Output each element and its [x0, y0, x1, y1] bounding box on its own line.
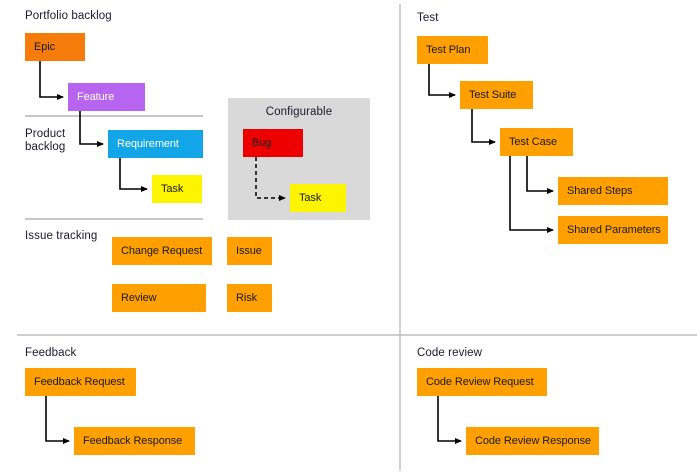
node-requirement[interactable]: Requirement [108, 130, 203, 158]
node-bug[interactable]: Bug [243, 129, 303, 157]
connector-epic-to-feature [39, 61, 64, 100]
node-shared-parameters[interactable]: Shared Parameters [558, 216, 668, 244]
connector-testcase-to-sharedparameters [509, 156, 554, 233]
label-portfolio-backlog: Portfolio backlog [25, 10, 112, 22]
node-code-review-request[interactable]: Code Review Request [417, 368, 547, 396]
connector-feature-to-requirement [79, 111, 104, 147]
connector-testcase-to-sharedsteps [526, 156, 554, 194]
node-feedback-request[interactable]: Feedback Request [25, 368, 136, 396]
node-code-review-response[interactable]: Code Review Response [466, 427, 599, 455]
label-issue-tracking: Issue tracking [25, 230, 98, 242]
label-feedback: Feedback [25, 347, 77, 359]
node-test-suite[interactable]: Test Suite [460, 81, 533, 109]
node-task-product[interactable]: Task [152, 175, 202, 203]
node-test-plan[interactable]: Test Plan [417, 36, 488, 64]
node-epic[interactable]: Epic [25, 33, 85, 61]
node-review[interactable]: Review [112, 284, 206, 312]
label-test: Test [417, 12, 439, 24]
node-issue[interactable]: Issue [227, 237, 272, 265]
connector-testsuite-to-testcase [471, 109, 496, 145]
node-test-case[interactable]: Test Case [500, 128, 573, 156]
connector-testplan-to-testsuite [428, 64, 456, 98]
node-task-configurable[interactable]: Task [290, 184, 346, 212]
connector-requirement-to-task [119, 158, 148, 192]
node-shared-steps[interactable]: Shared Steps [558, 177, 668, 205]
label-code-review: Code review [417, 347, 483, 359]
connector-codereviewrequest-to-codereviewresponse [437, 396, 462, 444]
label-product-backlog: Product backlog [25, 128, 66, 153]
configurable-panel-title: Configurable [265, 106, 333, 118]
node-feature[interactable]: Feature [68, 83, 145, 111]
node-risk[interactable]: Risk [227, 284, 272, 312]
connector-feedbackrequest-to-feedbackresponse [45, 396, 70, 444]
node-feedback-response[interactable]: Feedback Response [74, 427, 195, 455]
node-change-request[interactable]: Change Request [112, 237, 212, 265]
